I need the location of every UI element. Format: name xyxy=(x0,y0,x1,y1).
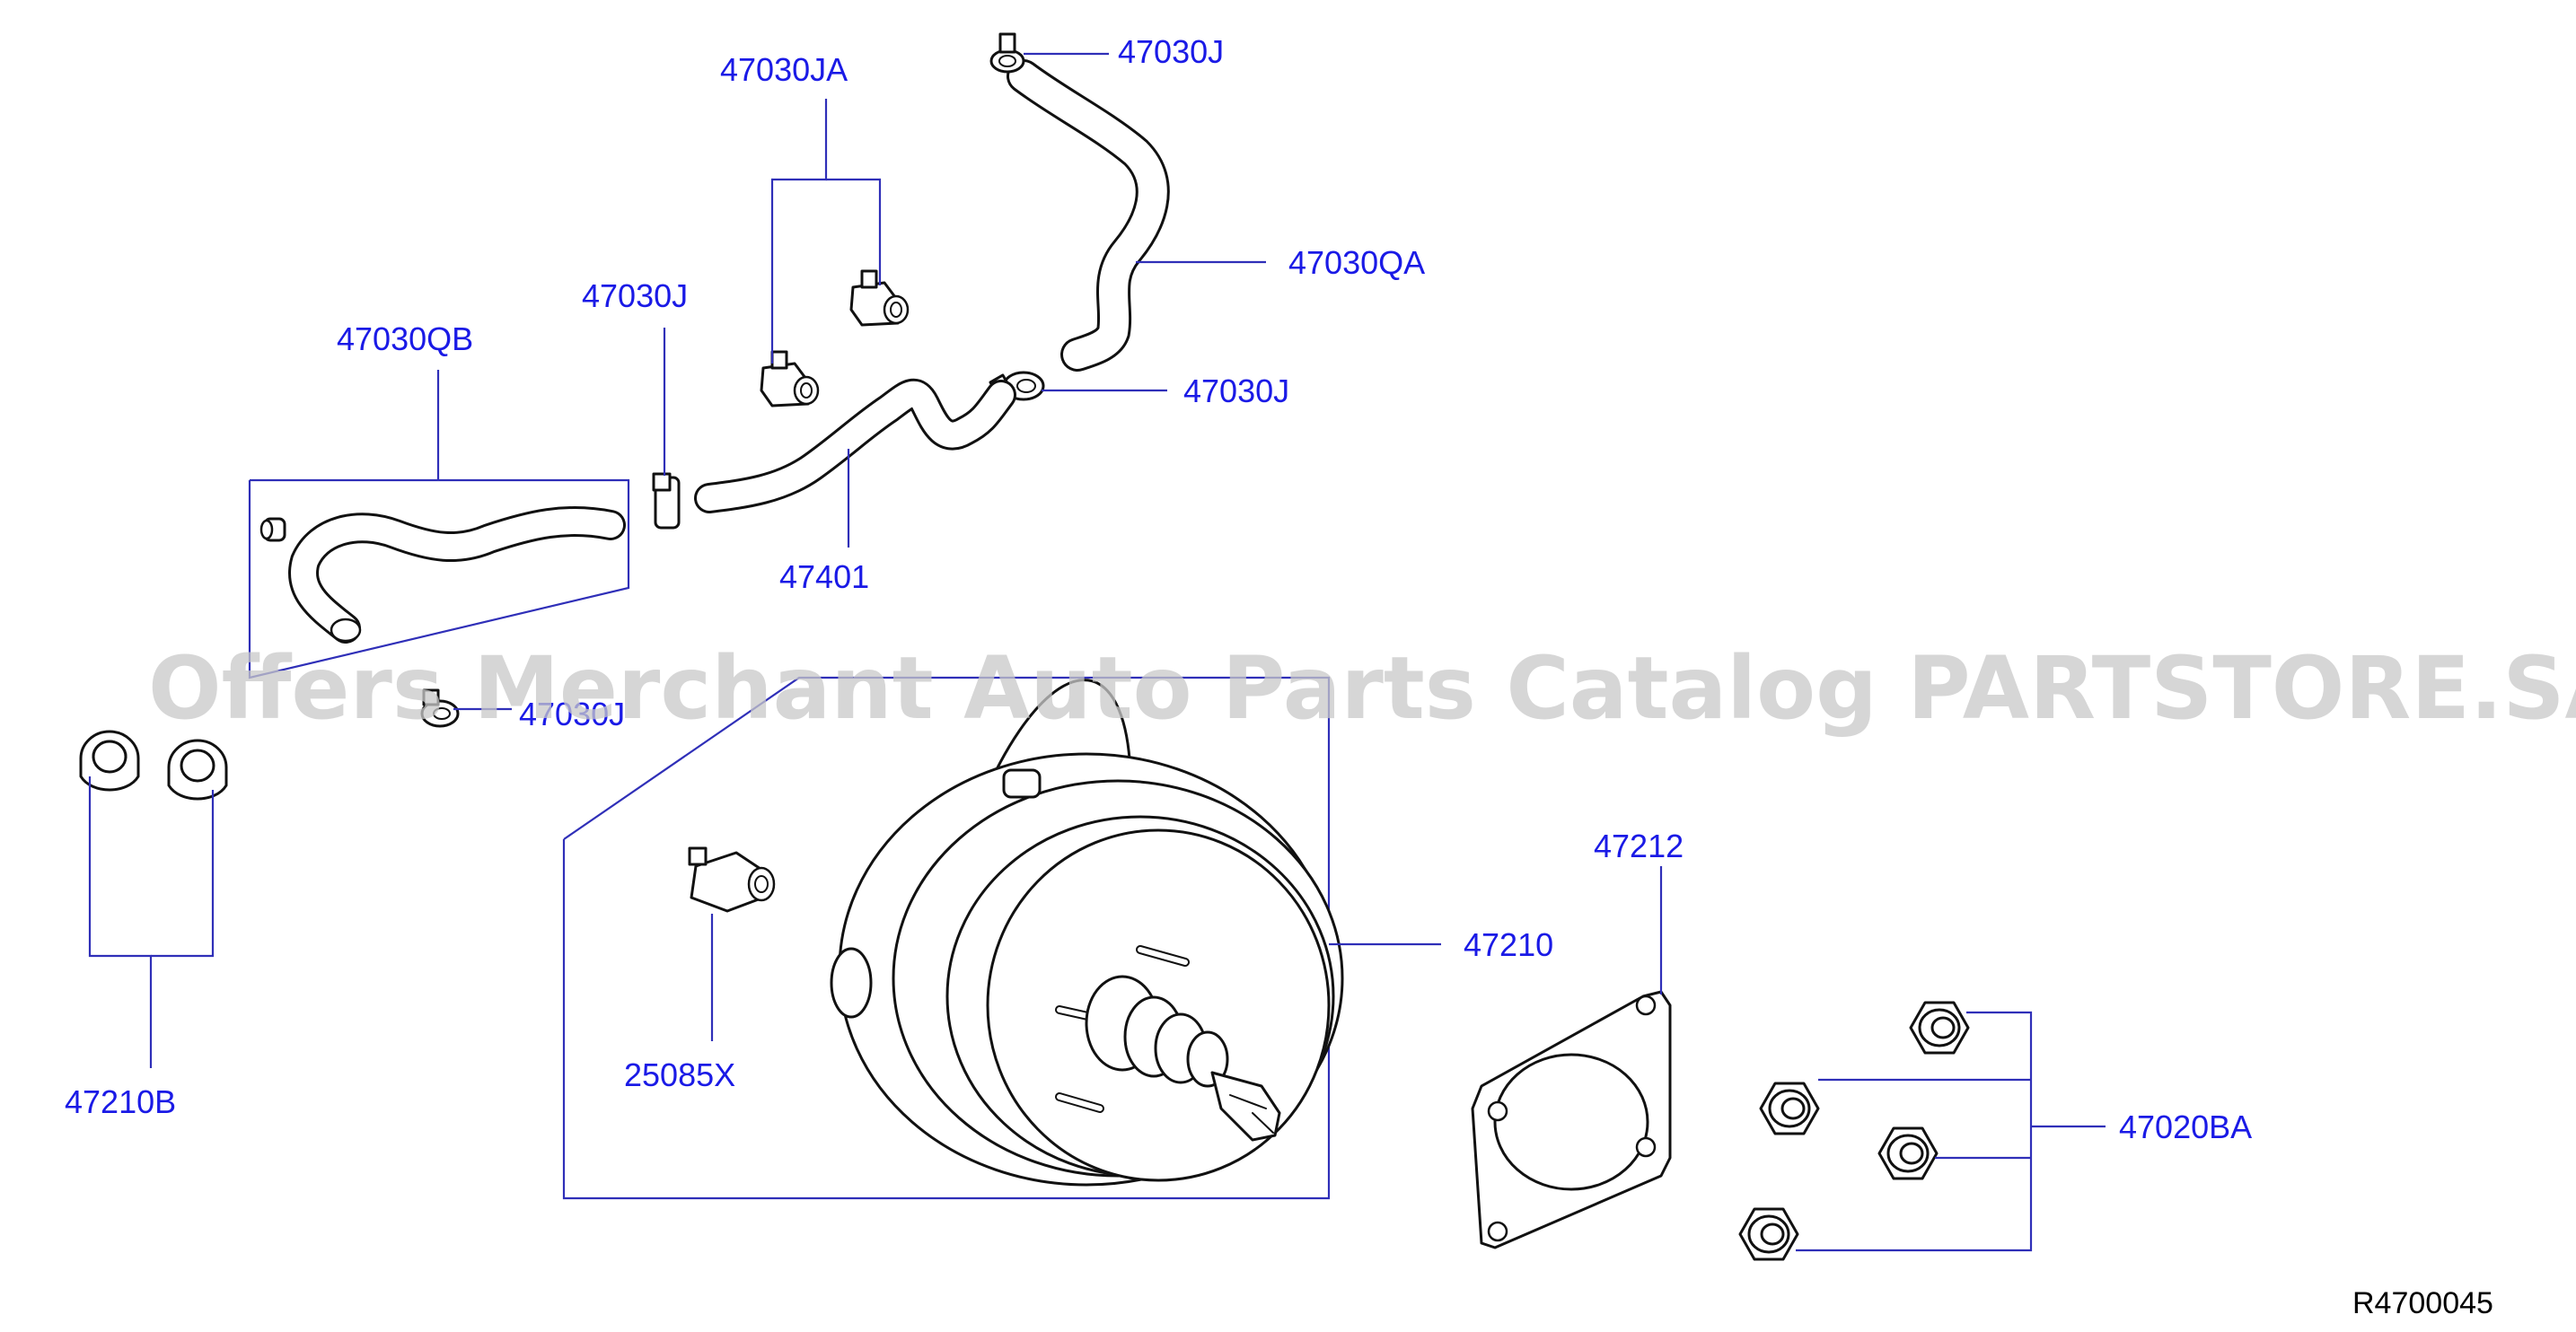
brake-booster xyxy=(830,679,1344,1187)
label-47210: 47210 xyxy=(1464,926,1553,963)
clip-47030ja-right xyxy=(849,269,910,327)
label-47030j-left: 47030J xyxy=(582,277,688,314)
box-47030qb xyxy=(248,478,630,679)
washer-47210b-1 xyxy=(79,730,140,792)
label-47212: 47212 xyxy=(1594,828,1684,864)
label-47030j-low: 47030J xyxy=(519,696,625,732)
hose-47030qa xyxy=(1007,59,1170,372)
nut-47020ba-2 xyxy=(1759,1082,1820,1135)
leader-lines xyxy=(88,52,2106,1252)
label-47030ja: 47030JA xyxy=(720,51,848,88)
label-47210b: 47210B xyxy=(65,1083,176,1120)
gasket-47212 xyxy=(1471,990,1672,1249)
label-47030j-top: 47030J xyxy=(1118,33,1224,70)
label-47401: 47401 xyxy=(779,558,869,595)
clamp-47030j-left xyxy=(652,472,681,530)
watermark: Offers Merchant Auto Parts Catalog PARTS… xyxy=(148,638,2576,739)
nut-47020ba-1 xyxy=(1909,1001,1970,1055)
reference-code: R4700045 xyxy=(2352,1286,2493,1320)
nut-47020ba-3 xyxy=(1877,1126,1939,1180)
hose-47401 xyxy=(694,378,1016,513)
washer-47210b-2 xyxy=(167,739,228,801)
label-47030j-mid: 47030J xyxy=(1183,372,1289,409)
clamp-47030j-low xyxy=(420,688,460,728)
plug-small xyxy=(259,517,286,542)
nut-47020ba-4 xyxy=(1738,1207,1799,1261)
label-47030qb: 47030QB xyxy=(337,320,473,357)
valve-25085x xyxy=(688,846,776,913)
label-25085x: 25085X xyxy=(624,1056,735,1093)
clamp-47030j-top xyxy=(989,32,1025,74)
hose-47030qb xyxy=(288,506,626,644)
label-47020ba: 47020BA xyxy=(2119,1109,2252,1145)
clip-47030ja-left xyxy=(760,350,820,407)
label-47030qa: 47030QA xyxy=(1288,244,1425,281)
